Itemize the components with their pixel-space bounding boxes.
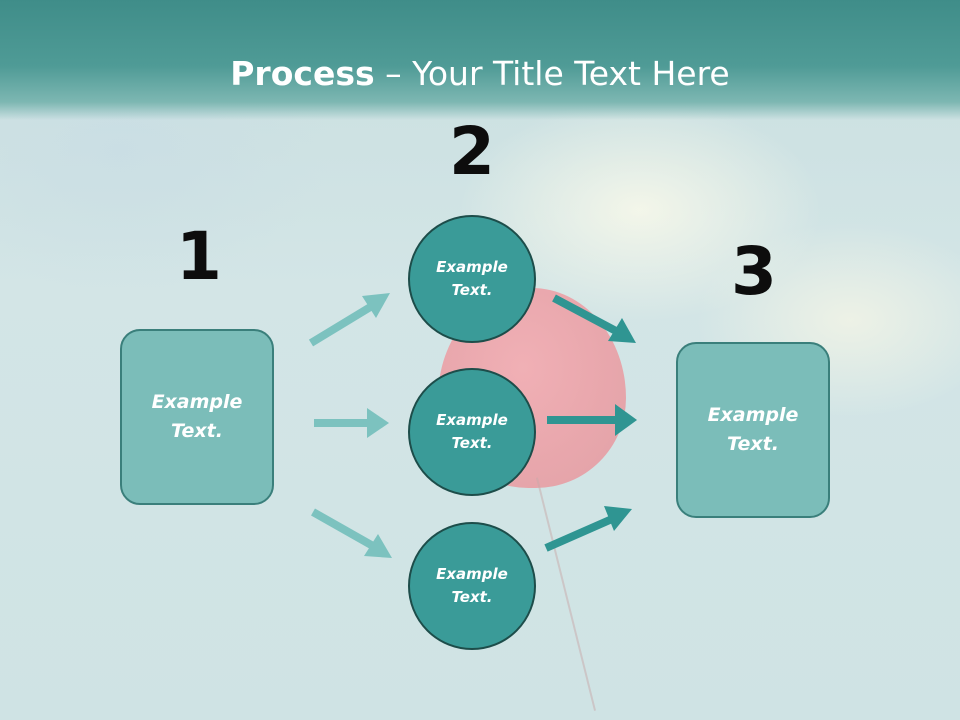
circle-top-text: Example Text. [436, 258, 508, 299]
arrow-top-to-3 [552, 294, 636, 343]
step-number-1: 1 [176, 218, 222, 295]
step-2-circle-bottom: Example Text. [408, 522, 536, 650]
circle-middle-text: Example Text. [436, 411, 508, 452]
title-rest: – Your Title Text Here [374, 54, 730, 93]
title-bold: Process [230, 54, 375, 93]
arrow-middle-to-3 [547, 404, 637, 436]
arrow-1-to-top [308, 293, 390, 347]
step-1-box: Example Text. [120, 329, 274, 505]
arrow-1-to-bottom [311, 508, 392, 558]
circle-bottom-text: Example Text. [436, 565, 508, 606]
arrow-1-to-middle [314, 408, 389, 438]
title-bar [0, 0, 960, 120]
step-2-circle-middle: Example Text. [408, 368, 536, 496]
step-number-3: 3 [731, 233, 777, 310]
page-title: Process – Your Title Text Here [0, 52, 960, 96]
step-3-text: Example Text. [707, 404, 799, 455]
step-2-circle-top: Example Text. [408, 215, 536, 343]
step-number-2: 2 [449, 113, 495, 190]
arrow-bottom-to-3 [544, 506, 632, 552]
step-3-box: Example Text. [676, 342, 830, 518]
step-1-text: Example Text. [151, 391, 243, 442]
